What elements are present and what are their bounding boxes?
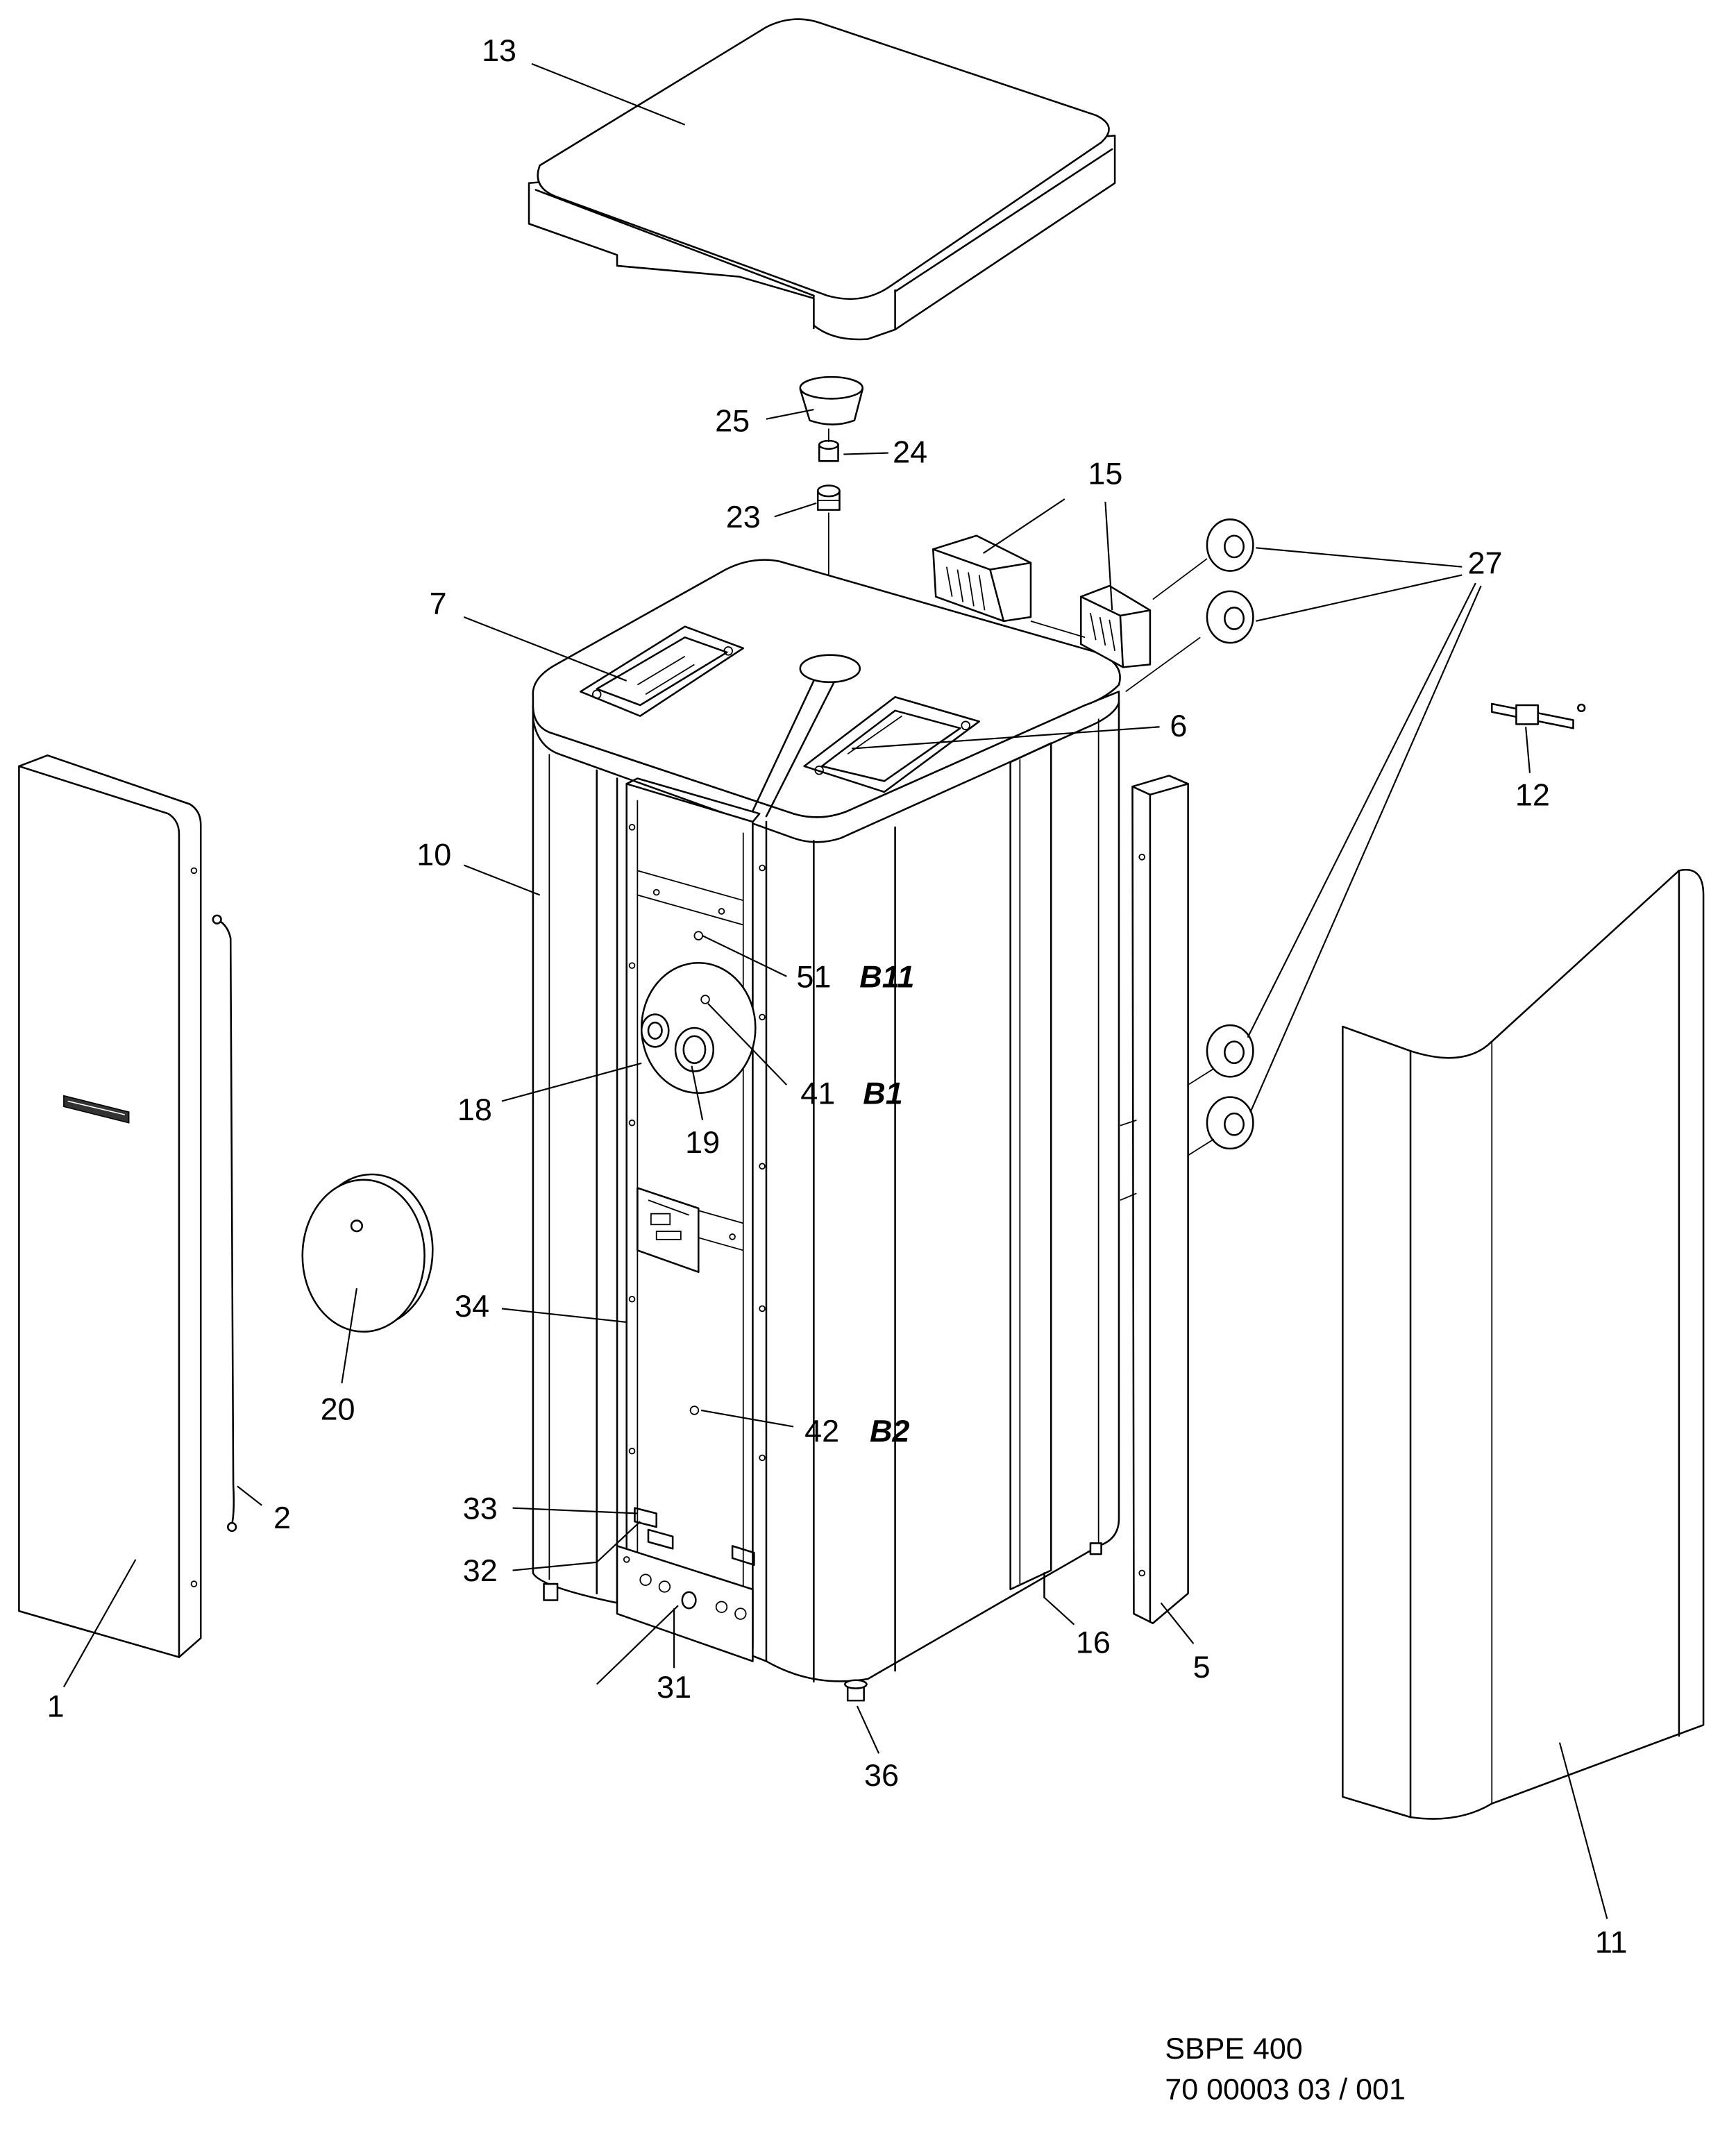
circuit-board	[637, 1187, 700, 1273]
callout-labels: 13 25 24 23 15 27 7 6 12 10 51 41 18 19 …	[47, 33, 1628, 1960]
callout-18: 18	[457, 1092, 492, 1127]
sensor-label-b11: B11	[859, 959, 914, 994]
side-casing-part	[1342, 868, 1705, 1820]
callout-15: 15	[1088, 456, 1122, 491]
nut-part	[818, 428, 839, 462]
callout-10: 10	[416, 837, 451, 872]
callout-16: 16	[1076, 1625, 1111, 1660]
heating-flange	[640, 961, 757, 1095]
cable-part	[212, 914, 237, 1533]
front-panel-part	[18, 754, 202, 1658]
anode-fitting	[640, 1013, 670, 1048]
callout-20: 20	[321, 1392, 355, 1427]
top-opening-7	[580, 625, 745, 717]
callout-1: 1	[47, 1689, 65, 1724]
leader-lines	[62, 62, 1608, 1919]
sensor-labels: B11 B1 B2	[859, 959, 914, 1449]
cap-part	[799, 375, 863, 425]
top-port-hole	[799, 654, 861, 684]
callout-7: 7	[430, 586, 447, 621]
title-block: SBPE 400 70 00003 03 / 001	[1165, 2032, 1405, 2107]
callout-13: 13	[482, 33, 516, 68]
callout-6: 6	[1170, 708, 1187, 743]
callout-34: 34	[455, 1288, 489, 1324]
connection-panel	[616, 1507, 755, 1662]
adjustable-foot	[844, 1679, 868, 1702]
top-cover-part	[528, 18, 1116, 341]
sensor-label-b2: B2	[870, 1413, 909, 1449]
callout-41: 41	[800, 1075, 835, 1111]
fitting-part	[816, 484, 841, 511]
callout-32: 32	[463, 1553, 498, 1588]
callout-31: 31	[657, 1669, 691, 1705]
washer-parts	[1206, 518, 1254, 1150]
sensor-label-b1: B1	[863, 1075, 902, 1111]
callout-36: 36	[864, 1757, 899, 1793]
callout-27: 27	[1468, 545, 1503, 580]
top-opening-6	[803, 695, 980, 793]
right-foot	[1089, 1542, 1102, 1555]
model-name: SBPE 400	[1165, 2032, 1302, 2066]
callout-12: 12	[1515, 777, 1550, 813]
callout-33: 33	[463, 1490, 498, 1526]
callout-19: 19	[685, 1124, 720, 1160]
rear-foot	[543, 1582, 559, 1601]
callout-23: 23	[726, 499, 761, 534]
drawing-number: 70 00003 03 / 001	[1165, 2073, 1405, 2107]
callout-2: 2	[273, 1500, 291, 1535]
callout-5: 5	[1193, 1649, 1211, 1685]
callout-11: 11	[1595, 1925, 1628, 1960]
callout-24: 24	[893, 434, 927, 469]
side-strip-part	[1131, 775, 1189, 1625]
flange-cover-part	[301, 1173, 434, 1333]
callout-25: 25	[715, 403, 750, 438]
hinge-pin-part	[1490, 702, 1586, 729]
tank-body	[532, 559, 1121, 1702]
callout-42: 42	[804, 1413, 839, 1449]
bracket-part-a	[932, 534, 1032, 623]
callout-51: 51	[796, 959, 831, 994]
bracket-part-b	[1079, 584, 1152, 668]
assembly-lines	[1030, 558, 1215, 1201]
brand-logo	[63, 1095, 130, 1124]
